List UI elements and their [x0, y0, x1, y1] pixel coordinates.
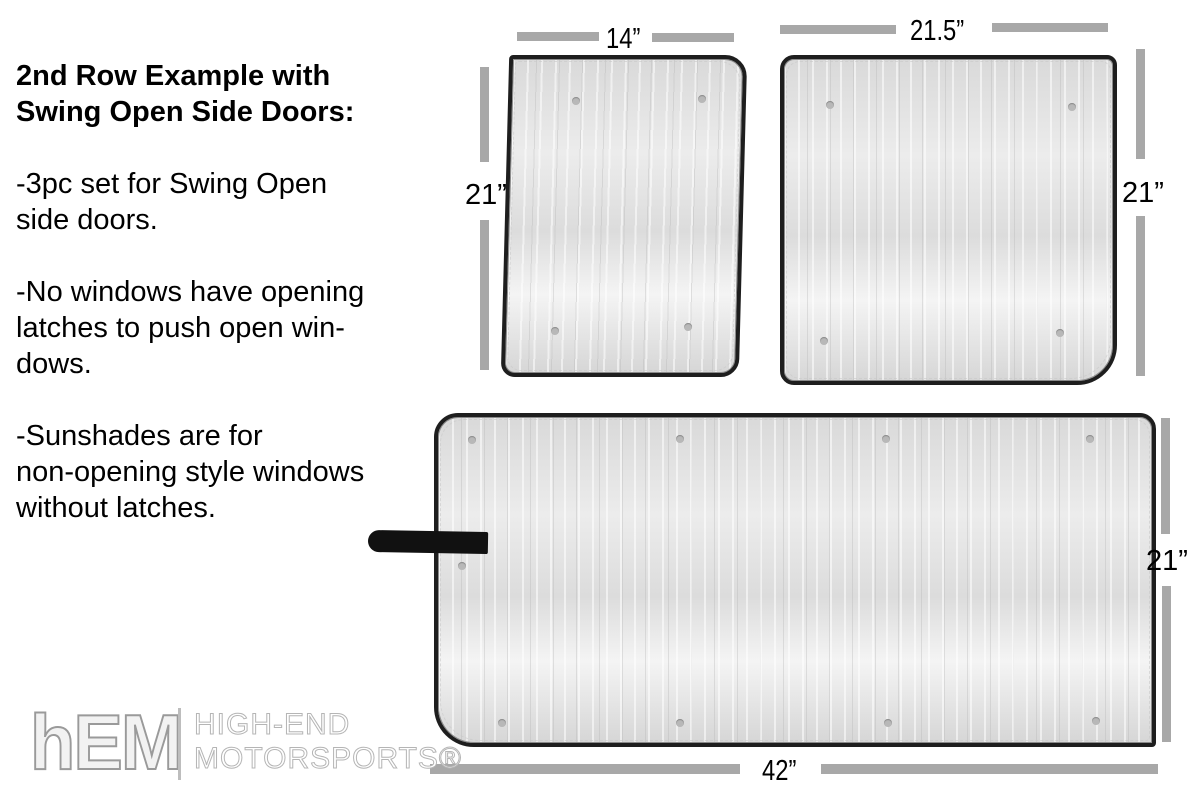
bullet-line: without latches. — [16, 492, 216, 524]
grommet-hole — [571, 97, 581, 105]
grommet-hole — [884, 719, 892, 727]
brand-line: MOTORSPORTS® — [193, 742, 463, 776]
dimension-bar — [517, 32, 599, 41]
dimension-bar — [992, 23, 1108, 32]
large-panel-width-label: 42” — [762, 755, 797, 787]
grommet-hole — [1068, 103, 1076, 111]
medium-sunshade-panel — [780, 55, 1117, 385]
hem-logo-mark: hEM — [29, 698, 184, 786]
small-sunshade-panel — [500, 55, 748, 377]
pull-strap — [367, 529, 489, 555]
product-description: 2nd Row Example with Swing Open Side Doo… — [16, 58, 436, 562]
dimension-bar — [1161, 418, 1170, 534]
grommet-hole — [458, 562, 466, 570]
small-panel-width-label: 14” — [606, 23, 641, 55]
brand-line: HIGH-END — [193, 708, 351, 742]
dimension-bar — [1162, 586, 1171, 742]
logo-divider — [178, 708, 181, 780]
grommet-hole — [820, 337, 828, 345]
grommet-hole — [1092, 717, 1100, 725]
bullet-line: dows. — [16, 348, 92, 380]
brand-name: HIGH-END MOTORSPORTS® — [193, 708, 463, 776]
dimension-bar — [480, 220, 489, 370]
large-panel-height-label: 21” — [1146, 545, 1188, 577]
large-sunshade-panel — [434, 413, 1156, 747]
bullet-line: side doors. — [16, 204, 158, 236]
dimension-bar — [1136, 216, 1145, 376]
small-panel-height-label: 21” — [465, 179, 507, 211]
grommet-hole — [676, 719, 684, 727]
grommet-hole — [1086, 435, 1094, 443]
bullet-line: -No windows have opening — [16, 276, 365, 308]
grommet-hole — [468, 436, 476, 444]
medium-panel-height-label: 21” — [1122, 177, 1164, 209]
bullet-line: -Sunshades are for — [16, 420, 263, 452]
grommet-hole — [697, 95, 707, 103]
bullet-line: non-opening style windows — [16, 456, 365, 488]
bullet-window-style-info: -Sunshades are for non-opening style win… — [16, 418, 436, 526]
dimension-bar — [780, 25, 896, 34]
bullet-line: -3pc set for Swing Open — [16, 168, 328, 200]
dimension-bar — [430, 764, 740, 774]
grommet-hole — [882, 435, 890, 443]
dimension-bar — [1136, 49, 1145, 159]
title-line: 2nd Row Example with — [16, 60, 331, 92]
dimension-bar — [821, 764, 1158, 774]
grommet-hole — [1056, 329, 1064, 337]
bullet-set-info: -3pc set for Swing Open side doors. — [16, 166, 436, 238]
grommet-hole — [550, 327, 560, 335]
dimension-bar — [652, 33, 734, 42]
medium-panel-width-label: 21.5” — [910, 15, 965, 47]
grommet-hole — [676, 435, 684, 443]
grommet-hole — [826, 101, 834, 109]
description-title: 2nd Row Example with Swing Open Side Doo… — [16, 58, 436, 130]
bullet-line: latches to push open win- — [16, 312, 345, 344]
grommet-hole — [498, 719, 506, 727]
title-line: Swing Open Side Doors: — [16, 96, 355, 128]
dimension-bar — [480, 67, 489, 162]
grommet-hole — [683, 323, 693, 331]
bullet-latches-info: -No windows have opening latches to push… — [16, 274, 436, 382]
